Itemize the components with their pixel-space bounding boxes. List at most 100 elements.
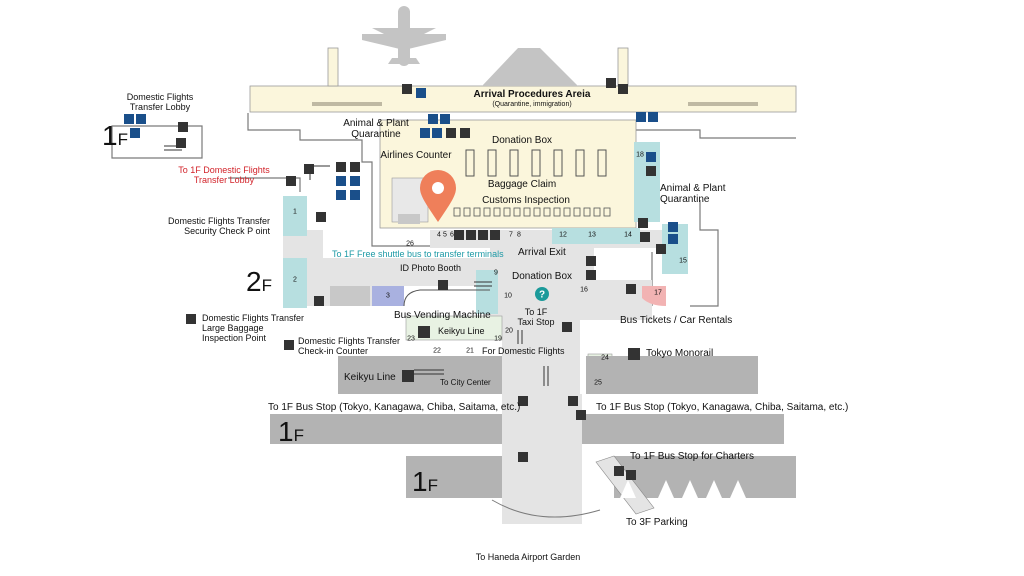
label-animal-plant-right: Animal & Plant Quarantine xyxy=(660,183,726,205)
road-keikyu xyxy=(338,356,502,394)
area-number: 1 xyxy=(293,208,297,216)
escalator-icon xyxy=(626,470,636,480)
corridor-outline xyxy=(403,289,490,307)
label-transfer-checkin: Domestic Flights Transfer Check-in Count… xyxy=(298,336,401,356)
information-icon xyxy=(535,287,549,301)
elevator-icon xyxy=(518,452,528,462)
label-bus-vending: Bus Vending Machine xyxy=(394,310,491,321)
floor-label-1f-low: 1F xyxy=(412,466,438,497)
train-icon xyxy=(402,370,414,382)
teal-zone-left xyxy=(283,196,307,236)
elevator-icon xyxy=(576,410,586,420)
escalator-icon xyxy=(646,166,656,176)
restroom-icon xyxy=(420,128,430,138)
label-for-domestic: For Domestic Flights xyxy=(482,346,565,356)
label-large-baggage: Domestic Flights Transfer Large Baggage … xyxy=(202,313,305,343)
path-arrows xyxy=(164,145,549,386)
elevator-icon xyxy=(314,296,324,306)
floor-label-2f: 2F xyxy=(246,266,272,297)
restroom-icon xyxy=(668,234,678,244)
label-keikyu-small: Keikyu Line xyxy=(438,326,485,336)
area-number: 3 xyxy=(386,292,390,300)
aed-icon xyxy=(606,78,616,88)
label-donation-box-top: Donation Box xyxy=(491,135,553,146)
area-number: 18 xyxy=(636,151,644,159)
label-baggage-claim: Baggage Claim xyxy=(487,179,557,190)
label-tokyo-monorail: Tokyo Monorail xyxy=(646,348,714,359)
area-number: 8 xyxy=(517,231,521,239)
label-animal-plant-left: Animal & Plant Quarantine xyxy=(343,118,409,140)
label-to-transfer-lobby: To 1F Domestic Flights Transfer Lobby xyxy=(178,165,270,185)
current-location-pin-icon xyxy=(420,170,456,222)
grille-right xyxy=(688,102,758,106)
red-zone-17 xyxy=(642,286,666,306)
restroom-icon xyxy=(428,114,438,124)
pier-triangle xyxy=(482,48,578,86)
label-donation-box-mid: Donation Box xyxy=(511,271,573,282)
restroom-icon xyxy=(336,190,346,200)
elevator-icon xyxy=(626,284,636,294)
label-to-city-center: To City Center xyxy=(440,378,491,387)
label-security-check: Domestic Flights Transfer Security Check… xyxy=(167,216,270,236)
road-bus-left xyxy=(270,414,506,444)
escalator-icon xyxy=(478,230,488,240)
escalator-icon xyxy=(350,162,360,172)
elevator-icon xyxy=(416,88,426,98)
aed-icon xyxy=(614,466,624,476)
road-1f-right xyxy=(614,456,796,498)
elevator-icon xyxy=(438,280,448,290)
elevator-icon xyxy=(304,164,314,174)
restroom-icon xyxy=(124,114,134,124)
escalator-icon xyxy=(618,84,628,94)
escalator-icon xyxy=(490,230,500,240)
restroom-icon xyxy=(440,114,450,124)
escalator-icon xyxy=(656,244,666,254)
escalator-icon xyxy=(466,230,476,240)
restroom-icon xyxy=(668,222,678,232)
label-garden: To Haneda Airport Garden xyxy=(475,552,581,562)
information-icon-glyph: ? xyxy=(539,290,545,301)
teal-zone-15 xyxy=(662,224,688,274)
elevator-icon xyxy=(562,322,572,332)
escalator-icon xyxy=(518,396,528,406)
garden-wall xyxy=(491,499,601,518)
area-number: 5 xyxy=(443,231,447,239)
restroom-icon xyxy=(648,112,658,122)
counter-block xyxy=(398,214,420,224)
escalator-icon xyxy=(286,176,296,186)
label-bus-stop-right: To 1F Bus Stop (Tokyo, Kanagawa, Chiba, … xyxy=(596,402,849,413)
area-number: 25 xyxy=(594,379,602,387)
label-arrival-procedures: Arrival Procedures Areia xyxy=(473,89,591,100)
area-number: 10 xyxy=(504,292,512,300)
label-to-parking: To 3F Parking xyxy=(626,517,688,528)
area-number: 4 xyxy=(437,231,441,239)
area-number: 19 xyxy=(494,335,502,343)
restroom-icon xyxy=(646,152,656,162)
label-arrival-exit: Arrival Exit xyxy=(518,247,566,258)
train-icon xyxy=(628,348,640,360)
elevator-icon xyxy=(176,138,186,148)
zone-3 xyxy=(372,286,404,306)
escalator-icon xyxy=(586,270,596,280)
label-airlines-counter: Airlines Counter xyxy=(380,150,452,161)
parking-stripes xyxy=(596,480,746,498)
area-number: 17 xyxy=(654,289,662,297)
area-number: 22 xyxy=(433,347,441,355)
escalator-icon xyxy=(336,162,346,172)
escalator-icon xyxy=(446,128,456,138)
sign-icons xyxy=(124,78,678,480)
area-number: 26 xyxy=(406,240,414,248)
escalator-icon xyxy=(402,84,412,94)
escalator-icon xyxy=(316,212,326,222)
area-number: 2 xyxy=(293,276,297,284)
label-customs: Customs Inspection xyxy=(482,195,570,206)
area-number: 21 xyxy=(466,347,474,355)
escalator-icon xyxy=(586,256,596,266)
label-arrival-procedures-sub: (Quarantine, immigration) xyxy=(492,101,572,108)
area-number: 13 xyxy=(588,231,596,239)
zone-counter-strip xyxy=(330,286,370,306)
label-keikyu-line: Keikyu Line xyxy=(344,372,396,383)
teal-zone-mid xyxy=(552,228,640,244)
area-number: 6 xyxy=(450,231,454,239)
